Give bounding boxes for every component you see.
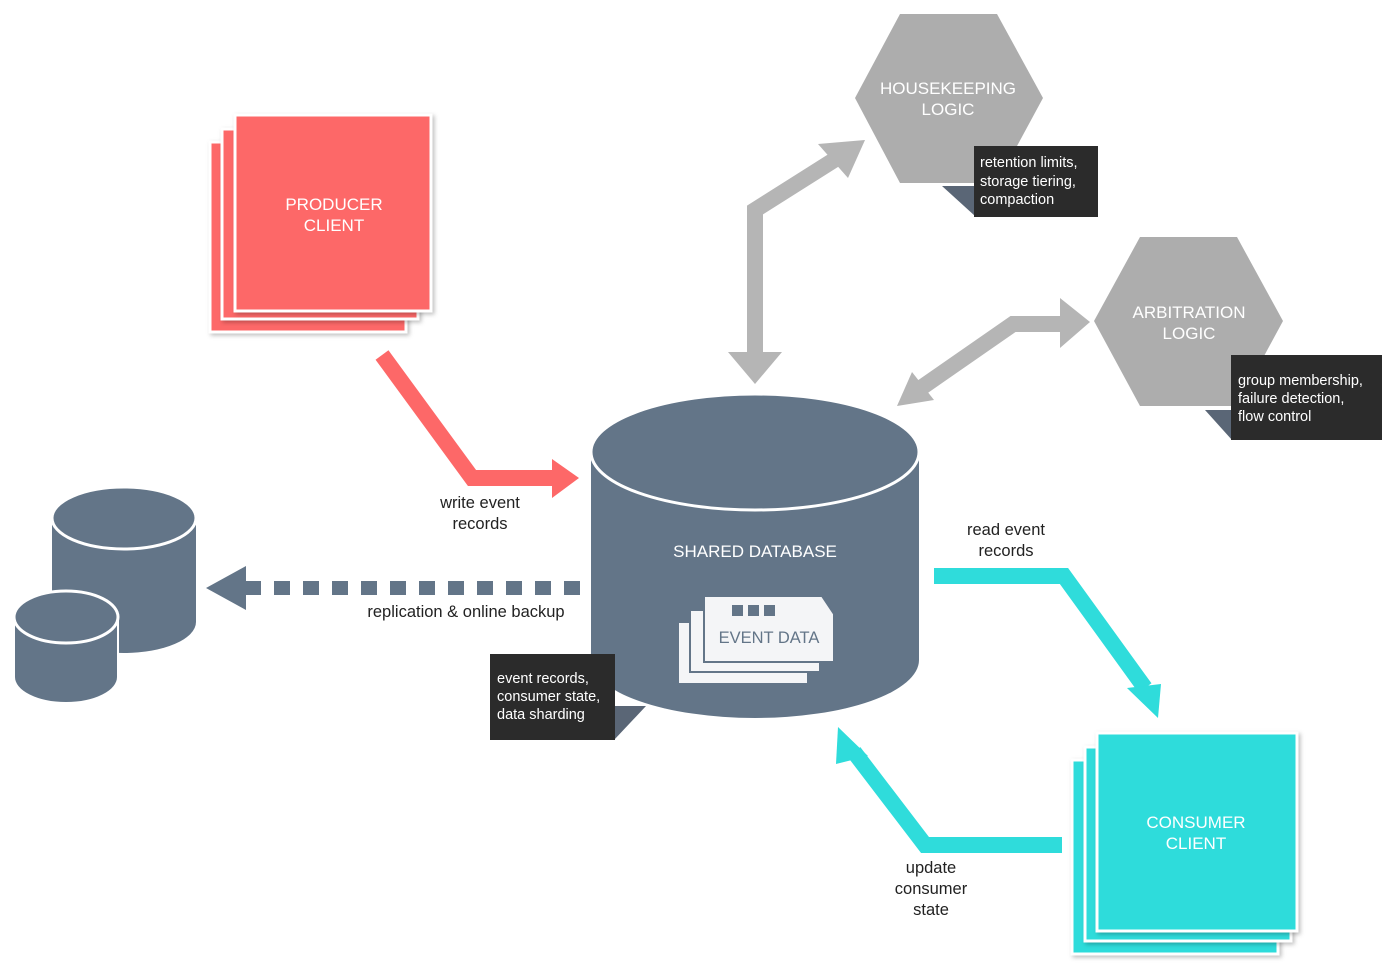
database-body <box>591 452 919 718</box>
arbitration-note: group membership, failure detection, flo… <box>1205 355 1382 440</box>
write-arrow <box>375 350 579 498</box>
housekeeping-note-line2: storage tiering, <box>980 174 1076 190</box>
housekeeping-note-line1: retention limits, <box>980 155 1078 171</box>
update-label-line1: update <box>906 859 956 877</box>
replication-label: replication & online backup <box>367 603 564 621</box>
consumer-label-line2: CLIENT <box>1166 834 1226 853</box>
producer-label-line1: PRODUCER <box>285 195 382 214</box>
shared-database: SHARED DATABASE EVENT DATA <box>589 392 921 718</box>
event-data-stack: EVENT DATA <box>677 595 835 685</box>
event-data-square-3 <box>764 605 775 616</box>
update-label-line2: consumer <box>895 880 968 898</box>
producer-client: PRODUCER CLIENT <box>208 113 433 334</box>
database-note-line2: consumer state, <box>497 689 600 705</box>
arbitration-arrowhead-left <box>897 372 934 406</box>
update-label-line3: state <box>913 901 949 919</box>
arbitration-arrowhead-right <box>1060 298 1090 348</box>
arbitration-label-line1: ARBITRATION <box>1132 303 1245 322</box>
housekeeping-note-line3: compaction <box>980 192 1054 208</box>
housekeeping-arrowhead-down <box>728 352 782 384</box>
read-arrowhead <box>1127 684 1161 718</box>
housekeeping-label-line2: LOGIC <box>922 100 975 119</box>
arbitration-arrow <box>897 298 1090 406</box>
housekeeping-arrowhead-up <box>818 140 865 178</box>
read-label-line1: read event <box>967 521 1045 539</box>
consumer-client: CONSUMER CLIENT <box>1070 731 1299 956</box>
replica-database-small <box>12 589 120 704</box>
arbitration-note-line3: flow control <box>1238 409 1311 425</box>
read-label-line2: records <box>978 542 1033 560</box>
replication-arrow <box>206 566 580 610</box>
housekeeping-arrow <box>728 140 865 384</box>
event-data-square-1 <box>732 605 743 616</box>
event-data-label: EVENT DATA <box>719 629 820 647</box>
write-label-line2: records <box>452 515 507 533</box>
read-arrow <box>934 568 1161 718</box>
arbitration-note-line2: failure detection, <box>1238 391 1344 407</box>
arbitration-note-line1: group membership, <box>1238 373 1363 389</box>
arbitration-label-line2: LOGIC <box>1163 324 1216 343</box>
update-arrowhead <box>836 727 868 764</box>
replica-database-large <box>50 485 198 653</box>
database-note-line1: event records, <box>497 671 589 687</box>
consumer-label-line1: CONSUMER <box>1146 813 1245 832</box>
database-note-line3: data sharding <box>497 707 585 723</box>
database-note: event records, consumer state, data shar… <box>490 654 646 740</box>
consumer-stack-front <box>1095 731 1299 933</box>
housekeeping-hexagon <box>855 14 1043 183</box>
housekeeping-logic: HOUSEKEEPING LOGIC <box>855 14 1043 183</box>
write-label-line1: write event <box>439 494 520 512</box>
producer-stack-front <box>233 113 433 313</box>
database-top <box>589 392 921 512</box>
replication-arrowhead <box>206 566 246 610</box>
update-arrow <box>836 727 1062 853</box>
housekeeping-note: retention limits, storage tiering, compa… <box>942 146 1098 217</box>
database-label: SHARED DATABASE <box>673 542 837 561</box>
housekeeping-label-line1: HOUSEKEEPING <box>880 79 1016 98</box>
write-arrowhead <box>552 459 579 498</box>
event-data-square-2 <box>748 605 759 616</box>
producer-label-line2: CLIENT <box>304 216 364 235</box>
